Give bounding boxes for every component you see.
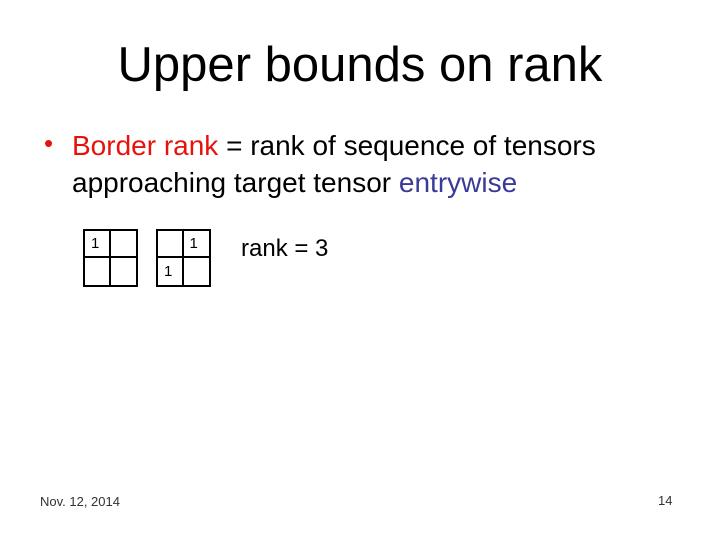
grid-cell: 1 bbox=[85, 231, 111, 258]
bullet-text: Border rank = rank of sequence of tensor… bbox=[72, 127, 669, 201]
grid-cell: 1 bbox=[183, 231, 209, 258]
grid-cell bbox=[158, 231, 184, 258]
footer-page-number: 14 bbox=[658, 493, 673, 508]
rank-equals-label: rank = 3 bbox=[241, 235, 329, 262]
bullet-segment-main: = rank of sequence of tensors approachin… bbox=[72, 130, 596, 198]
grid-cell bbox=[85, 258, 111, 285]
grid-cell bbox=[110, 231, 136, 258]
grid-cell: 1 bbox=[158, 258, 184, 285]
tensor-slice-grid-1: 1 bbox=[83, 229, 138, 287]
footer-date: Nov. 12, 2014 bbox=[40, 494, 120, 509]
bullet-segment-entrywise: entrywise bbox=[398, 167, 518, 198]
tensor-slice-grid-2: 1 1 bbox=[156, 229, 211, 287]
grid-cell bbox=[111, 258, 137, 285]
bullet-marker: • bbox=[44, 128, 54, 158]
slide-title: Upper bounds on rank bbox=[117, 38, 603, 92]
bullet-block: • Border rank = rank of sequence of tens… bbox=[44, 127, 669, 201]
bullet-segment-border-rank: Border rank bbox=[72, 130, 219, 161]
grid-cell bbox=[184, 258, 210, 285]
